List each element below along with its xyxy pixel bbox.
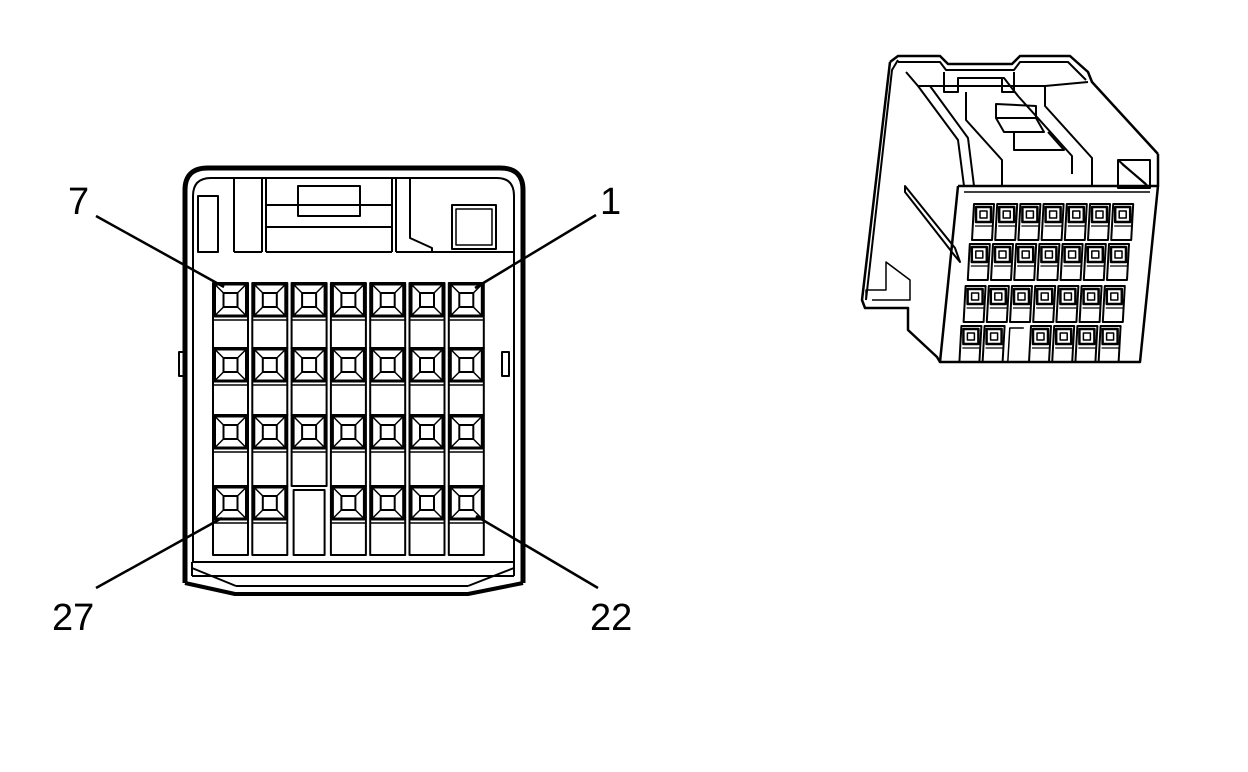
pin-cavity	[369, 485, 407, 556]
pin-cavity	[408, 414, 446, 487]
iso-pin-cavity	[1101, 285, 1126, 323]
pin-label-7: 7	[68, 181, 89, 223]
iso-pin-cavity	[1078, 285, 1103, 323]
pin-cavity	[447, 485, 485, 556]
iso-pin-cavity	[1036, 243, 1061, 281]
pin-label-22: 22	[590, 597, 632, 639]
iso-pin-cavity	[1009, 285, 1033, 323]
pin-cavity	[369, 414, 407, 487]
leader-line-pin-1	[474, 213, 597, 290]
pin-cavity	[212, 347, 249, 416]
iso-side-face	[860, 61, 942, 363]
pin-cavity	[408, 347, 446, 416]
iso-pin-cavity	[1032, 285, 1057, 323]
iso-pin-cavity	[971, 203, 995, 241]
iso-pin-cavity	[1110, 203, 1135, 241]
pin-cavity	[447, 282, 485, 349]
iso-pin-cavity	[1106, 243, 1130, 281]
iso-pin-cavity	[981, 325, 1006, 363]
latch-slot-left	[197, 195, 219, 253]
pin-cavity	[329, 282, 367, 349]
iso-pin-cavity	[1097, 325, 1122, 363]
housing-inner-wall	[192, 177, 515, 563]
pin-cavity	[251, 282, 289, 349]
pin-label-27: 27	[52, 597, 94, 639]
iso-pin-cavity	[1087, 203, 1111, 241]
pin-cavity	[251, 347, 289, 416]
pin-cavity	[290, 347, 328, 416]
leader-line-pin-22	[475, 514, 599, 590]
iso-pin-cavity	[1059, 243, 1084, 281]
iso-pin-cavity	[958, 325, 983, 363]
pin-cavity	[447, 347, 485, 416]
pin-cavity	[251, 485, 289, 556]
key-square	[451, 204, 497, 250]
leader-line-pin-7	[95, 214, 225, 289]
iso-pin-cavity	[990, 243, 1014, 281]
latch-tab	[297, 185, 361, 217]
pin-cavity	[290, 282, 328, 349]
iso-pin-cavity	[966, 243, 991, 281]
pin-cavity	[329, 414, 367, 487]
pin-cavity	[290, 414, 328, 487]
leader-line-pin-27	[95, 516, 223, 590]
housing-bottom-lip	[184, 581, 524, 596]
pin-cavity	[369, 282, 407, 349]
housing-outline	[182, 165, 526, 583]
pin-label-1: 1	[600, 181, 621, 223]
iso-pin-cavity	[1028, 325, 1052, 363]
connector-isometric-view	[860, 54, 1160, 364]
iso-pin-cavity	[1040, 203, 1065, 241]
pin-cavity	[447, 414, 485, 487]
iso-pin-cavity	[1017, 203, 1042, 241]
cavity-grid	[212, 282, 485, 556]
pin-cavity	[369, 347, 407, 416]
pin-cavity	[329, 347, 367, 416]
iso-pin-cavity	[1082, 243, 1107, 281]
iso-pin-cavity	[1074, 325, 1099, 363]
iso-pin-cavity	[1063, 203, 1088, 241]
connector-face-view	[95, 165, 599, 596]
iso-pin-cavity	[994, 203, 1019, 241]
pin-cavity	[251, 414, 289, 487]
iso-cavity-grid	[958, 203, 1135, 363]
iso-empty-cavity	[1007, 327, 1024, 363]
pin-cavity	[408, 282, 446, 349]
pin-cavity	[408, 485, 446, 556]
pin-cavity	[212, 414, 249, 487]
pin-cavity	[212, 282, 249, 349]
pin-cavity	[329, 485, 367, 556]
iso-pin-cavity	[985, 285, 1010, 323]
iso-pin-cavity	[1055, 285, 1080, 323]
pin-cavity	[212, 485, 249, 556]
empty-cavity	[292, 489, 326, 556]
iso-pin-cavity	[1051, 325, 1076, 363]
iso-pin-cavity	[962, 285, 987, 323]
iso-pin-cavity	[1013, 243, 1038, 281]
iso-key-square	[1117, 159, 1151, 189]
